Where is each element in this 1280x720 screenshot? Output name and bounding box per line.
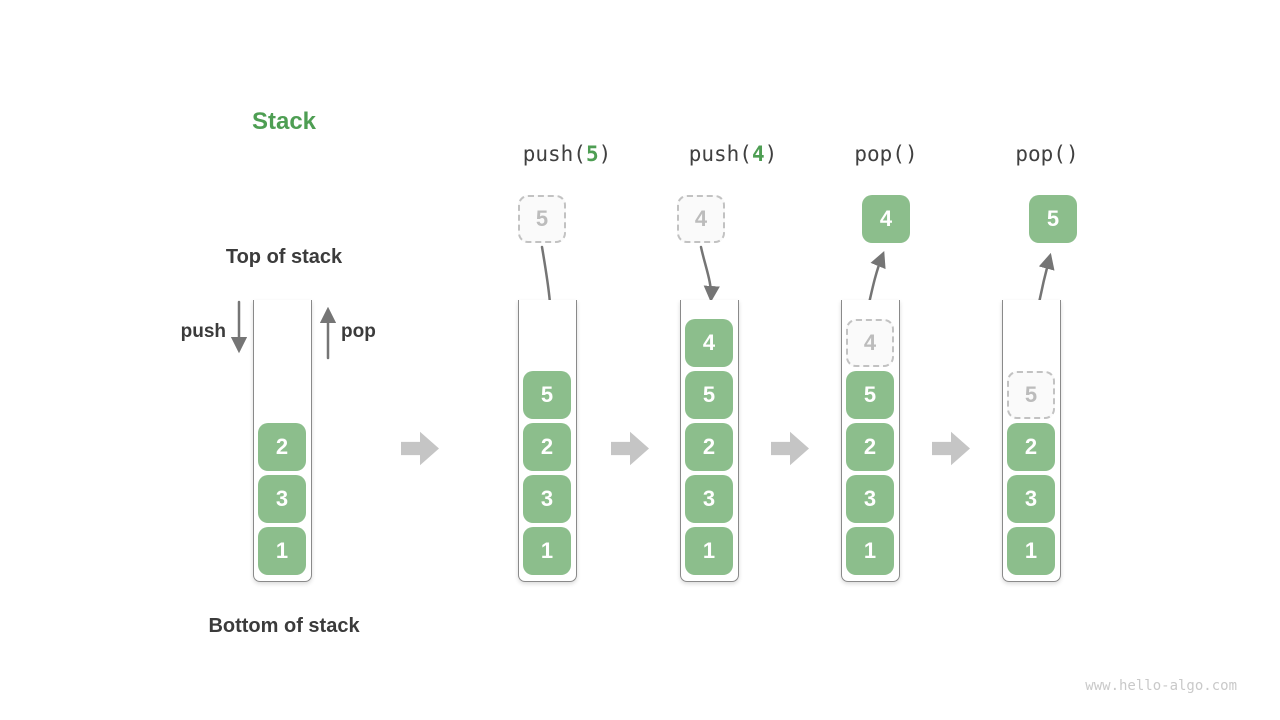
stack-cell: 3	[1007, 475, 1055, 523]
step-arrow-icon	[611, 431, 649, 466]
stack-container-initial: 2 3 1	[253, 300, 312, 582]
stack-cell: 5	[685, 371, 733, 419]
floating-cell-popped-4: 4	[862, 195, 910, 243]
operation-label-pop-2: pop()	[947, 142, 1147, 166]
stack-container-during-pop-5: 5 2 3 1	[1002, 300, 1061, 582]
stack-cell: 1	[846, 527, 894, 575]
op-arg: 5	[585, 142, 599, 166]
diagram-title: Stack	[251, 108, 317, 135]
pop-label: pop	[341, 321, 376, 342]
op-text: )	[1065, 142, 1079, 166]
floating-cell-popped-5: 5	[1029, 195, 1077, 243]
stack-cell-dashed: 4	[846, 319, 894, 367]
push4-curve-arrow-icon	[699, 245, 720, 303]
stack-cell-dashed: 5	[1007, 371, 1055, 419]
stack-cell: 1	[1007, 527, 1055, 575]
floating-cell-dashed-5: 5	[518, 195, 566, 243]
stack-cell: 1	[523, 527, 571, 575]
operation-label-push-4: push(4)	[633, 142, 833, 166]
stack-cell: 3	[846, 475, 894, 523]
stack-cell: 2	[846, 423, 894, 471]
stack-cell: 1	[685, 527, 733, 575]
stack-container-after-push-4: 4 5 2 3 1	[680, 300, 739, 582]
step-arrow-icon	[771, 431, 809, 466]
stack-cell: 2	[1007, 423, 1055, 471]
stack-cell: 2	[258, 423, 306, 471]
stack-cell: 5	[846, 371, 894, 419]
bottom-of-stack-label: Bottom of stack	[208, 615, 360, 637]
op-text: )	[904, 142, 918, 166]
stack-cell: 4	[685, 319, 733, 367]
op-text: push(	[522, 142, 586, 166]
watermark: www.hello-algo.com	[1085, 678, 1237, 694]
stack-cell: 3	[523, 475, 571, 523]
stack-cell: 2	[685, 423, 733, 471]
stack-cell: 3	[258, 475, 306, 523]
op-text: push(	[688, 142, 752, 166]
stack-container-after-push-5: 5 2 3 1	[518, 300, 577, 582]
op-arg: 4	[751, 142, 765, 166]
step-arrow-icon	[401, 431, 439, 466]
stack-cell: 1	[258, 527, 306, 575]
stack-cell: 2	[523, 423, 571, 471]
push-label: push	[180, 321, 226, 342]
operation-label-pop-1: pop()	[786, 142, 986, 166]
stack-cell: 3	[685, 475, 733, 523]
op-text: pop(	[1015, 142, 1066, 166]
op-text: )	[598, 142, 612, 166]
top-of-stack-label: Top of stack	[225, 246, 343, 268]
stack-container-during-pop-4: 4 5 2 3 1	[841, 300, 900, 582]
stack-cell: 5	[523, 371, 571, 419]
step-arrow-icon	[932, 431, 970, 466]
op-text: pop(	[854, 142, 905, 166]
floating-cell-dashed-4: 4	[677, 195, 725, 243]
op-text: )	[764, 142, 778, 166]
operation-label-push-5: push(5)	[467, 142, 667, 166]
